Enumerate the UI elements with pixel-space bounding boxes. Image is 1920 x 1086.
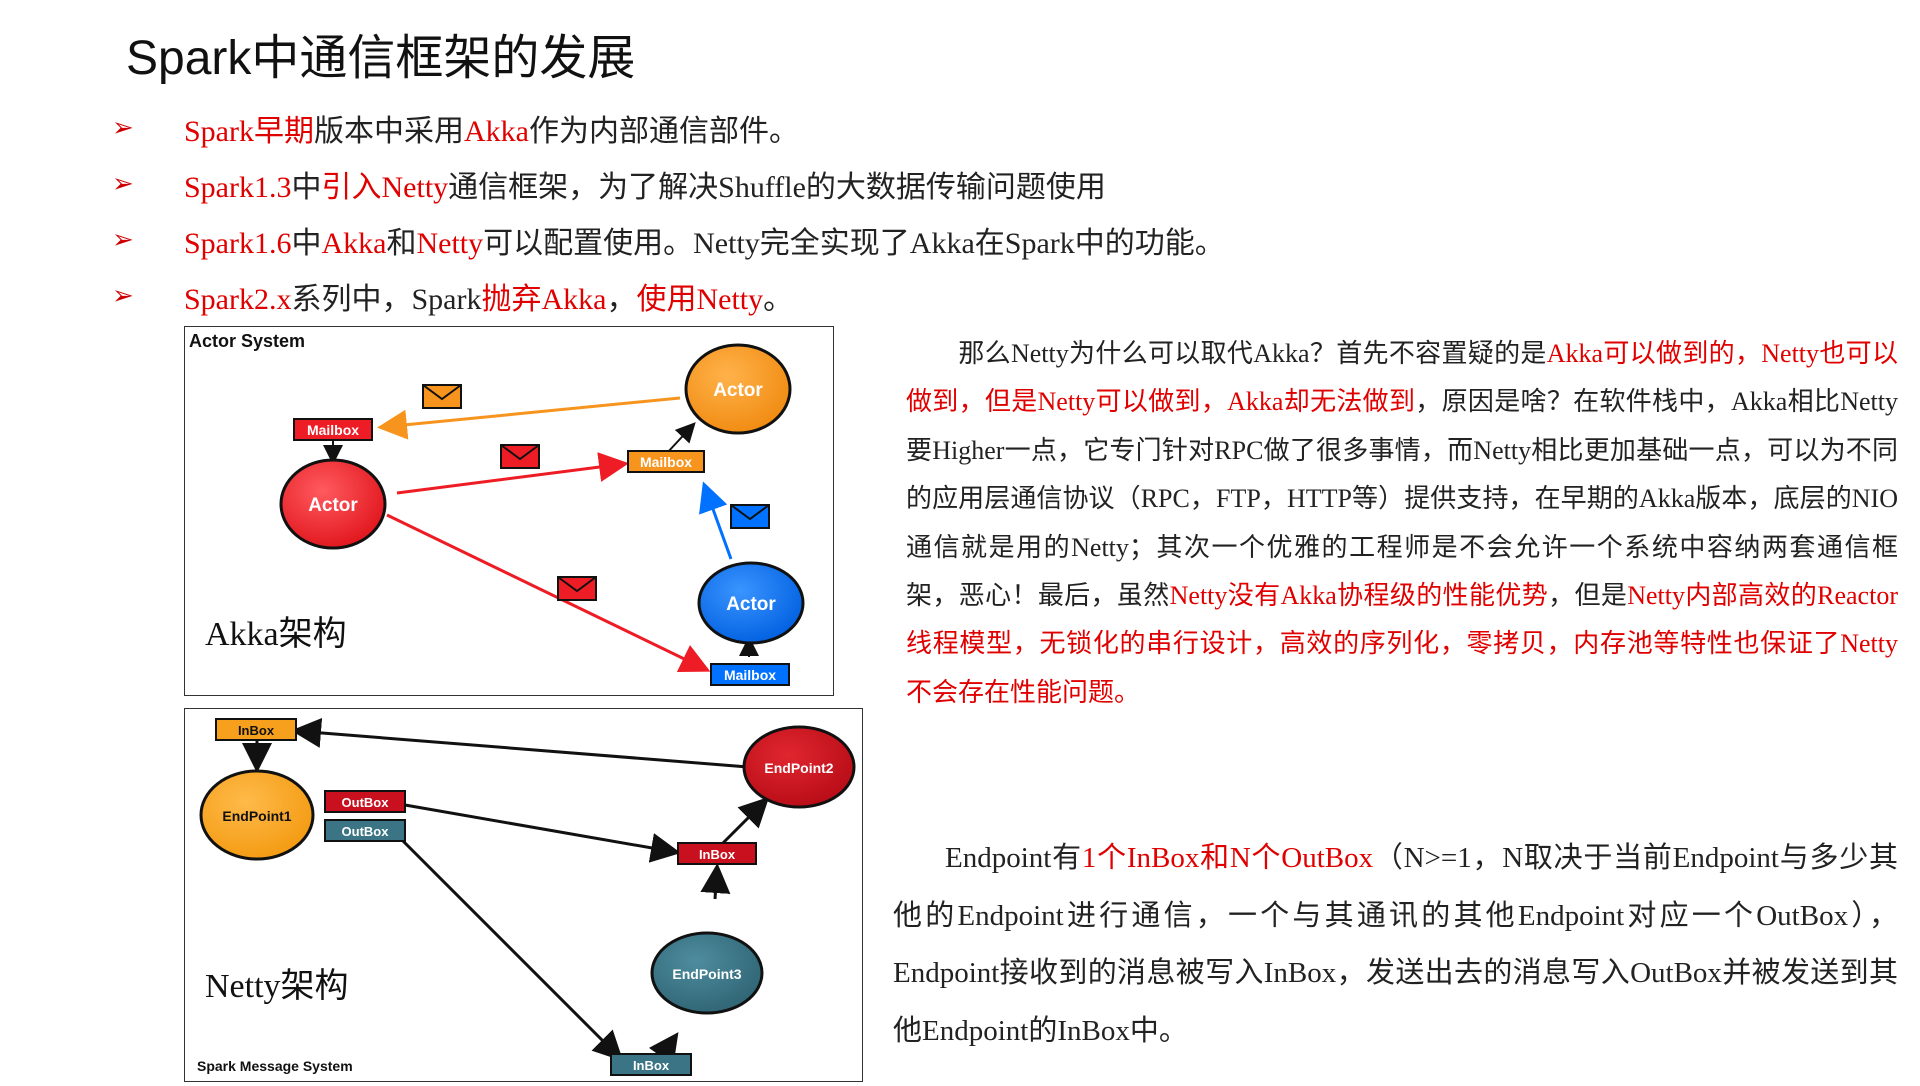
text-run: Spark1.6 [184, 227, 292, 260]
endpoint1-label: EndPoint1 [222, 808, 291, 824]
netty-caption: Netty架构 [205, 967, 349, 1005]
bullet-item: ➢ Spark2.x系列中，Spark抛弃Akka，使用Netty。 [112, 268, 1412, 324]
bullet-arrow-icon: ➢ [112, 113, 134, 143]
arrow-red-to-blue-mailbox [386, 513, 711, 673]
text-run: （N>=1，N取决于当前Endpoint与多少其他的Endpoint进行通信，一… [893, 842, 1898, 1047]
actor-red-label: Actor [308, 495, 358, 516]
endpoint-paragraph: Endpoint有1个InBox和N个OutBox（N>=1，N取决于当前End… [893, 830, 1898, 1060]
bullet-text: Spark1.3中引入Netty通信框架，为了解决Shuffle的大数据传输问题… [184, 162, 1106, 206]
envelope-red-icon [500, 444, 540, 469]
arrow-orange-to-mailbox [377, 396, 681, 440]
mailbox-orange [627, 450, 705, 473]
text-run: 使用Netty [636, 283, 764, 316]
bullet-item: ➢ Spark早期版本中采用Akka作为内部通信部件。 [112, 100, 1412, 156]
mailbox-red-label: Mailbox [307, 422, 359, 438]
netty-footer: Spark Message System [197, 1058, 353, 1074]
bullet-arrow-icon: ➢ [112, 281, 134, 311]
text-run: Netty [416, 227, 484, 260]
text-run: 中 [291, 171, 322, 204]
bullet-arrow-icon: ➢ [112, 225, 134, 255]
bullet-list: ➢ Spark早期版本中采用Akka作为内部通信部件。 ➢ Spark1.3中引… [112, 100, 1412, 324]
text-run: ，但是 [1548, 581, 1628, 611]
page-title: Spark中通信框架的发展 [126, 32, 636, 85]
envelope-blue-icon [730, 504, 770, 529]
netty-diagram-svg: EndPoint1 EndPoint2 EndPoint3 InBox OutB… [197, 717, 856, 1076]
arrow-mailbox-to-orange-actor [666, 422, 696, 454]
mailbox-blue-label: Mailbox [724, 667, 776, 683]
inbox-endpoint2-label: InBox [699, 847, 736, 862]
text-run: Spark2.x [184, 283, 292, 316]
text-run: Akka可以做到的，Netty也可以做到，但是Netty可以做到，Akka却无法… [906, 339, 1898, 417]
endpoint3-label: EndPoint3 [672, 966, 741, 982]
arrow-outbox-to-inbox3 [381, 819, 624, 1062]
paragraph1-text: 那么Netty为什么可以取代Akka？首先不容置疑的是Akka可以做到的，Net… [906, 339, 1898, 707]
outbox-teal-label: OutBox [342, 824, 390, 839]
arrow-endpoint3-to-inbox2 [700, 863, 731, 900]
text-run: 通信框架，为了解决Shuffle的大数据传输问题使用 [448, 171, 1106, 204]
text-run: Akka [464, 115, 529, 148]
text-run: 中 [291, 227, 322, 260]
bullet-item: ➢ Spark1.6中Akka和Netty可以配置使用。Netty完全实现了Ak… [112, 212, 1412, 268]
netty-vs-akka-paragraph: 那么Netty为什么可以取代Akka？首先不容置疑的是Akka可以做到的，Net… [906, 330, 1898, 717]
text-run: 引入Netty [321, 171, 449, 204]
text-run: 作为内部通信部件。 [528, 115, 799, 148]
actor-orange [684, 343, 792, 435]
netty-architecture-diagram: EndPoint1 EndPoint2 EndPoint3 InBox OutB… [184, 708, 863, 1082]
actor-blue-label: Actor [726, 594, 776, 615]
endpoint2-node [742, 725, 856, 809]
inbox-endpoint3-label: InBox [633, 1058, 670, 1073]
text-run: 抛弃Akka [481, 283, 607, 316]
arrow-blue-to-mailbox [699, 481, 733, 560]
arrow-red-to-mailbox [396, 452, 629, 495]
akka-architecture-diagram: Actor System Actor Actor Actor Mailbox M… [184, 326, 834, 696]
inbox-endpoint3 [610, 1053, 692, 1076]
endpoint2-label: EndPoint2 [764, 760, 833, 776]
actor-red [279, 458, 387, 550]
bullet-text: Spark早期版本中采用Akka作为内部通信部件。 [184, 106, 799, 150]
akka-header: Actor System [189, 331, 305, 351]
text-run: ， [606, 283, 637, 316]
outbox-red [324, 790, 406, 813]
inbox-endpoint2 [677, 842, 757, 865]
akka-caption: Akka架构 [205, 615, 347, 653]
akka-diagram-svg: Actor System Actor Actor Actor Mailbox M… [189, 331, 805, 686]
text-run: ，原因是啥？在软件栈中，Akka相比Netty要Higher一点，它专门针对RP… [906, 387, 1898, 611]
text-run: 。 [763, 283, 794, 316]
paragraph2-text: Endpoint有1个InBox和N个OutBox（N>=1，N取决于当前End… [893, 842, 1898, 1047]
text-run: 系列中，Spark [291, 283, 482, 316]
arrow-inbox2-to-endpoint2 [719, 796, 770, 847]
endpoint1-node [199, 769, 315, 861]
inbox-endpoint1 [215, 718, 297, 741]
bullet-text: Spark2.x系列中，Spark抛弃Akka，使用Netty。 [184, 274, 793, 318]
arrow-outbox-to-inbox2 [404, 803, 681, 863]
text-run: 版本中采用 [314, 115, 464, 148]
text-run: Endpoint有 [945, 842, 1082, 874]
inbox-endpoint1-label: InBox [238, 723, 275, 738]
actor-blue [697, 561, 805, 645]
text-run: Spark1.3 [184, 171, 292, 204]
bullet-text: Spark1.6中Akka和Netty可以配置使用。Netty完全实现了Akka… [184, 218, 1225, 262]
arrow-endpoint2-to-inbox1 [291, 717, 749, 769]
mailbox-red [293, 418, 373, 441]
text-run: 1个InBox和N个OutBox [1081, 842, 1374, 874]
text-run: 那么Netty为什么可以取代Akka？首先不容置疑的是 [958, 339, 1547, 368]
mailbox-orange-label: Mailbox [640, 454, 692, 470]
text-run: 和 [386, 227, 417, 260]
text-run: Spark早期 [184, 115, 314, 148]
envelope-orange-icon [422, 384, 462, 409]
bullet-arrow-icon: ➢ [112, 169, 134, 199]
bullet-item: ➢ Spark1.3中引入Netty通信框架，为了解决Shuffle的大数据传输… [112, 156, 1412, 212]
outbox-teal [324, 819, 406, 842]
envelope-red-icon [557, 576, 597, 601]
text-run: Netty没有Akka协程级的性能优势 [1169, 581, 1549, 611]
text-run: 可以配置使用。Netty完全实现了Akka在Spark中的功能。 [483, 227, 1225, 260]
arrow-inbox3-to-endpoint3 [648, 1032, 679, 1066]
endpoint3-node [650, 931, 764, 1015]
text-run: Netty内部高效的Reactor线程模型，无锁化的串行设计，高效的序列化，零拷… [906, 581, 1898, 707]
text-run: Akka [321, 227, 387, 260]
outbox-red-label: OutBox [342, 795, 390, 810]
actor-orange-label: Actor [713, 380, 763, 401]
mailbox-blue [710, 663, 790, 686]
